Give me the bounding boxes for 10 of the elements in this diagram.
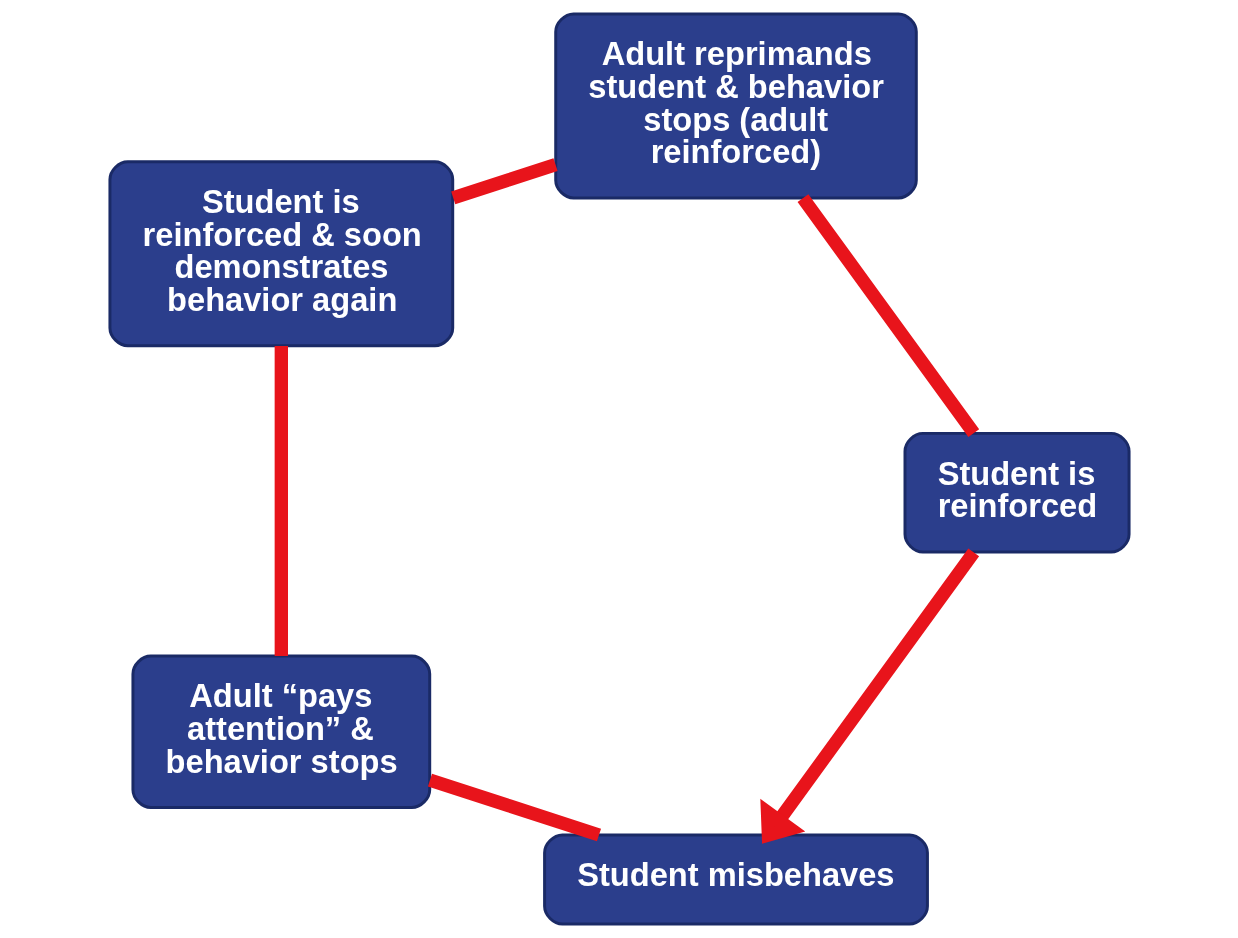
node-box: Student misbehaves <box>542 833 929 926</box>
connector <box>427 773 601 842</box>
arrow <box>759 548 979 844</box>
node-box: Adult reprimands student & behavior stops (adult reinforced) <box>553 12 918 200</box>
node-box: Student is reinforced <box>903 431 1131 554</box>
node-box: Student is reinforced & soon demonstrates behavior again <box>107 160 454 348</box>
connector <box>797 194 979 438</box>
connector <box>274 345 288 657</box>
node-box: Adult “pays attention” & behavior stops <box>130 654 431 809</box>
connector <box>450 158 558 205</box>
